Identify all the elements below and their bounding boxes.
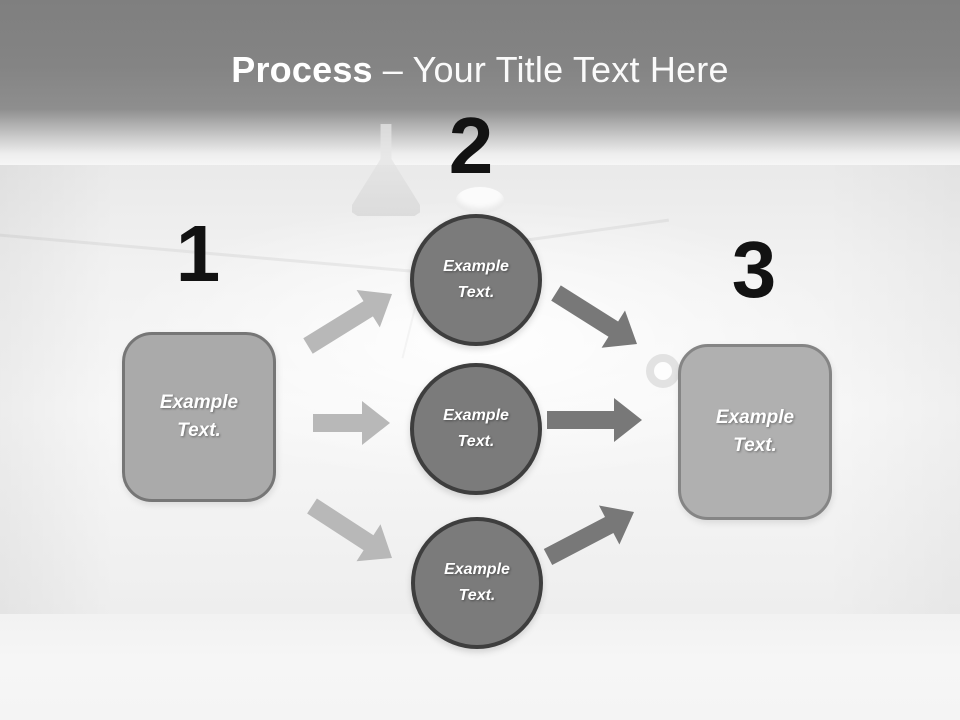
process-end-box: Example Text. [678,344,832,520]
arrow-start-to-middle-circle [313,401,390,445]
step-number-1: 1 [175,209,221,298]
process-circle-top: Example Text. [410,214,542,346]
arrow-bottom-circle-to-end [543,505,634,565]
process-start-box: Example Text. [122,332,276,502]
arrow-start-to-top-circle [303,290,392,354]
header-gradient-band [0,0,960,165]
slide-title-rest: – Your Title Text Here [382,49,729,90]
start-box-label: Example Text. [159,392,239,441]
circle-middle-label: Example Text. [443,407,509,450]
arrow-start-to-bottom-circle [307,498,392,562]
end-box-label: Example Text. [715,407,795,456]
process-circle-bottom: Example Text. [411,517,543,649]
circle-bottom-label: Example Text. [444,561,510,604]
circle-top-label: Example Text. [443,258,509,301]
background-ring-shape [646,354,680,388]
step-number-3: 3 [731,225,777,314]
arrow-middle-circle-to-end [547,398,642,442]
background-bowl-shape [455,186,505,214]
slide-title: Process– Your Title Text Here [0,48,960,91]
slide-title-emphasis: Process [231,49,373,90]
step-number-2: 2 [448,101,494,190]
arrow-top-circle-to-end [551,285,637,348]
process-circle-middle: Example Text. [410,363,542,495]
